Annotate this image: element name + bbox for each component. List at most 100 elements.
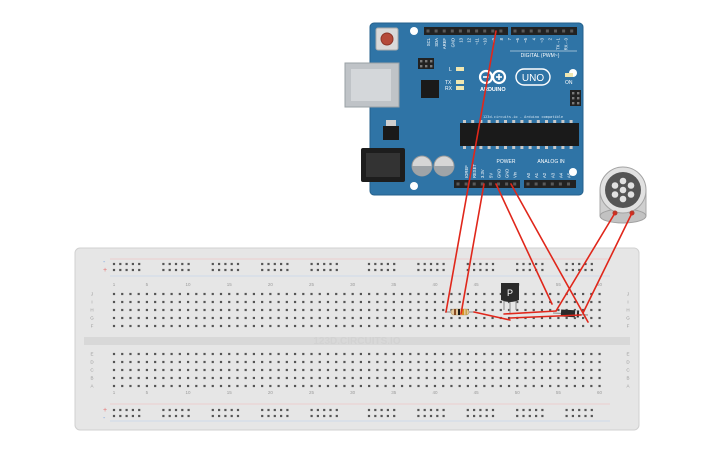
breadboard-hole[interactable]: [475, 324, 478, 328]
header-pin[interactable]: [499, 29, 503, 33]
breadboard-hole[interactable]: [384, 308, 387, 312]
rail-hole[interactable]: [335, 262, 338, 266]
breadboard-hole[interactable]: [211, 376, 214, 380]
breadboard-hole[interactable]: [285, 376, 288, 380]
breadboard-hole[interactable]: [532, 316, 535, 320]
header-pin[interactable]: [467, 29, 470, 33]
rail-hole[interactable]: [565, 414, 568, 418]
breadboard-hole[interactable]: [252, 368, 256, 372]
breadboard-hole[interactable]: [549, 376, 552, 380]
rail-hole[interactable]: [590, 268, 593, 272]
breadboard-hole[interactable]: [162, 292, 165, 296]
header-pin[interactable]: [550, 182, 554, 186]
breadboard-hole[interactable]: [442, 300, 445, 304]
breadboard-hole[interactable]: [565, 324, 568, 328]
wire-pin9-to-resistor[interactable]: [445, 30, 497, 313]
breadboard-hole[interactable]: [112, 316, 116, 320]
breadboard-hole[interactable]: [590, 292, 593, 296]
icsp-pin[interactable]: [577, 92, 580, 95]
rail-hole[interactable]: [280, 268, 283, 272]
breadboard-hole[interactable]: [335, 352, 338, 356]
breadboard-hole[interactable]: [178, 316, 181, 320]
breadboard-hole[interactable]: [178, 376, 181, 380]
breadboard-hole[interactable]: [466, 352, 469, 356]
breadboard-hole[interactable]: [277, 384, 280, 388]
breadboard-hole[interactable]: [351, 368, 354, 372]
breadboard-hole[interactable]: [483, 324, 486, 328]
rail-hole[interactable]: [367, 268, 371, 272]
breadboard-hole[interactable]: [359, 316, 362, 320]
breadboard-hole[interactable]: [549, 308, 552, 312]
breadboard-hole[interactable]: [112, 368, 116, 372]
rail-hole[interactable]: [174, 414, 178, 418]
breadboard-hole[interactable]: [211, 352, 214, 356]
breadboard-hole[interactable]: [145, 308, 149, 312]
rail-hole[interactable]: [323, 408, 326, 412]
header-pin[interactable]: [558, 182, 562, 186]
breadboard-hole[interactable]: [112, 360, 116, 364]
breadboard-hole[interactable]: [252, 384, 256, 388]
header-pin[interactable]: [426, 29, 430, 33]
icsp-pin[interactable]: [430, 60, 433, 63]
breadboard-hole[interactable]: [326, 300, 330, 304]
rail-hole[interactable]: [310, 408, 313, 412]
breadboard-hole[interactable]: [129, 352, 132, 356]
breadboard-hole[interactable]: [351, 324, 354, 328]
breadboard-hole[interactable]: [326, 352, 330, 356]
breadboard-hole[interactable]: [384, 368, 387, 372]
breadboard-hole[interactable]: [590, 308, 593, 312]
breadboard-hole[interactable]: [507, 324, 511, 328]
breadboard-hole[interactable]: [236, 360, 239, 364]
rail-hole[interactable]: [211, 408, 214, 412]
breadboard-hole[interactable]: [549, 292, 552, 296]
breadboard-hole[interactable]: [335, 300, 338, 304]
breadboard-hole[interactable]: [590, 360, 593, 364]
breadboard-hole[interactable]: [557, 352, 560, 356]
breadboard-hole[interactable]: [491, 324, 494, 328]
breadboard-hole[interactable]: [121, 308, 124, 312]
breadboard-hole[interactable]: [565, 352, 568, 356]
rail-hole[interactable]: [316, 262, 319, 266]
rail-hole[interactable]: [236, 408, 240, 412]
breadboard-hole[interactable]: [318, 352, 321, 356]
breadboard-hole[interactable]: [540, 300, 544, 304]
rail-hole[interactable]: [273, 414, 276, 418]
breadboard-hole[interactable]: [318, 368, 321, 372]
breadboard-hole[interactable]: [376, 324, 379, 328]
rail-hole[interactable]: [516, 262, 519, 266]
header-pin[interactable]: [567, 182, 570, 186]
breadboard-hole[interactable]: [425, 376, 428, 380]
breadboard-hole[interactable]: [524, 324, 527, 328]
breadboard-hole[interactable]: [269, 384, 272, 388]
breadboard-hole[interactable]: [137, 384, 140, 388]
rail-hole[interactable]: [479, 262, 482, 266]
rail-hole[interactable]: [119, 268, 122, 272]
breadboard-hole[interactable]: [195, 368, 198, 372]
rail-hole[interactable]: [236, 414, 240, 418]
breadboard-hole[interactable]: [582, 300, 585, 304]
breadboard-hole[interactable]: [154, 308, 157, 312]
breadboard-hole[interactable]: [532, 292, 535, 296]
rail-hole[interactable]: [466, 262, 469, 266]
rail-hole[interactable]: [571, 408, 574, 412]
breadboard-hole[interactable]: [417, 352, 420, 356]
breadboard-hole[interactable]: [252, 316, 256, 320]
breadboard-hole[interactable]: [442, 292, 445, 296]
rail-hole[interactable]: [386, 408, 389, 412]
breadboard-hole[interactable]: [392, 376, 395, 380]
breadboard-hole[interactable]: [112, 308, 116, 312]
breadboard-hole[interactable]: [557, 324, 560, 328]
breadboard-hole[interactable]: [203, 292, 206, 296]
breadboard-hole[interactable]: [491, 300, 494, 304]
breadboard-hole[interactable]: [384, 316, 387, 320]
rail-hole[interactable]: [423, 262, 426, 266]
breadboard-hole[interactable]: [137, 368, 140, 372]
breadboard-hole[interactable]: [351, 300, 354, 304]
breadboard-hole[interactable]: [384, 376, 387, 380]
breadboard-hole[interactable]: [417, 300, 420, 304]
breadboard-hole[interactable]: [178, 384, 181, 388]
breadboard-hole[interactable]: [549, 360, 552, 364]
icsp-pin[interactable]: [430, 65, 433, 68]
breadboard-hole[interactable]: [540, 384, 544, 388]
breadboard-hole[interactable]: [359, 300, 362, 304]
